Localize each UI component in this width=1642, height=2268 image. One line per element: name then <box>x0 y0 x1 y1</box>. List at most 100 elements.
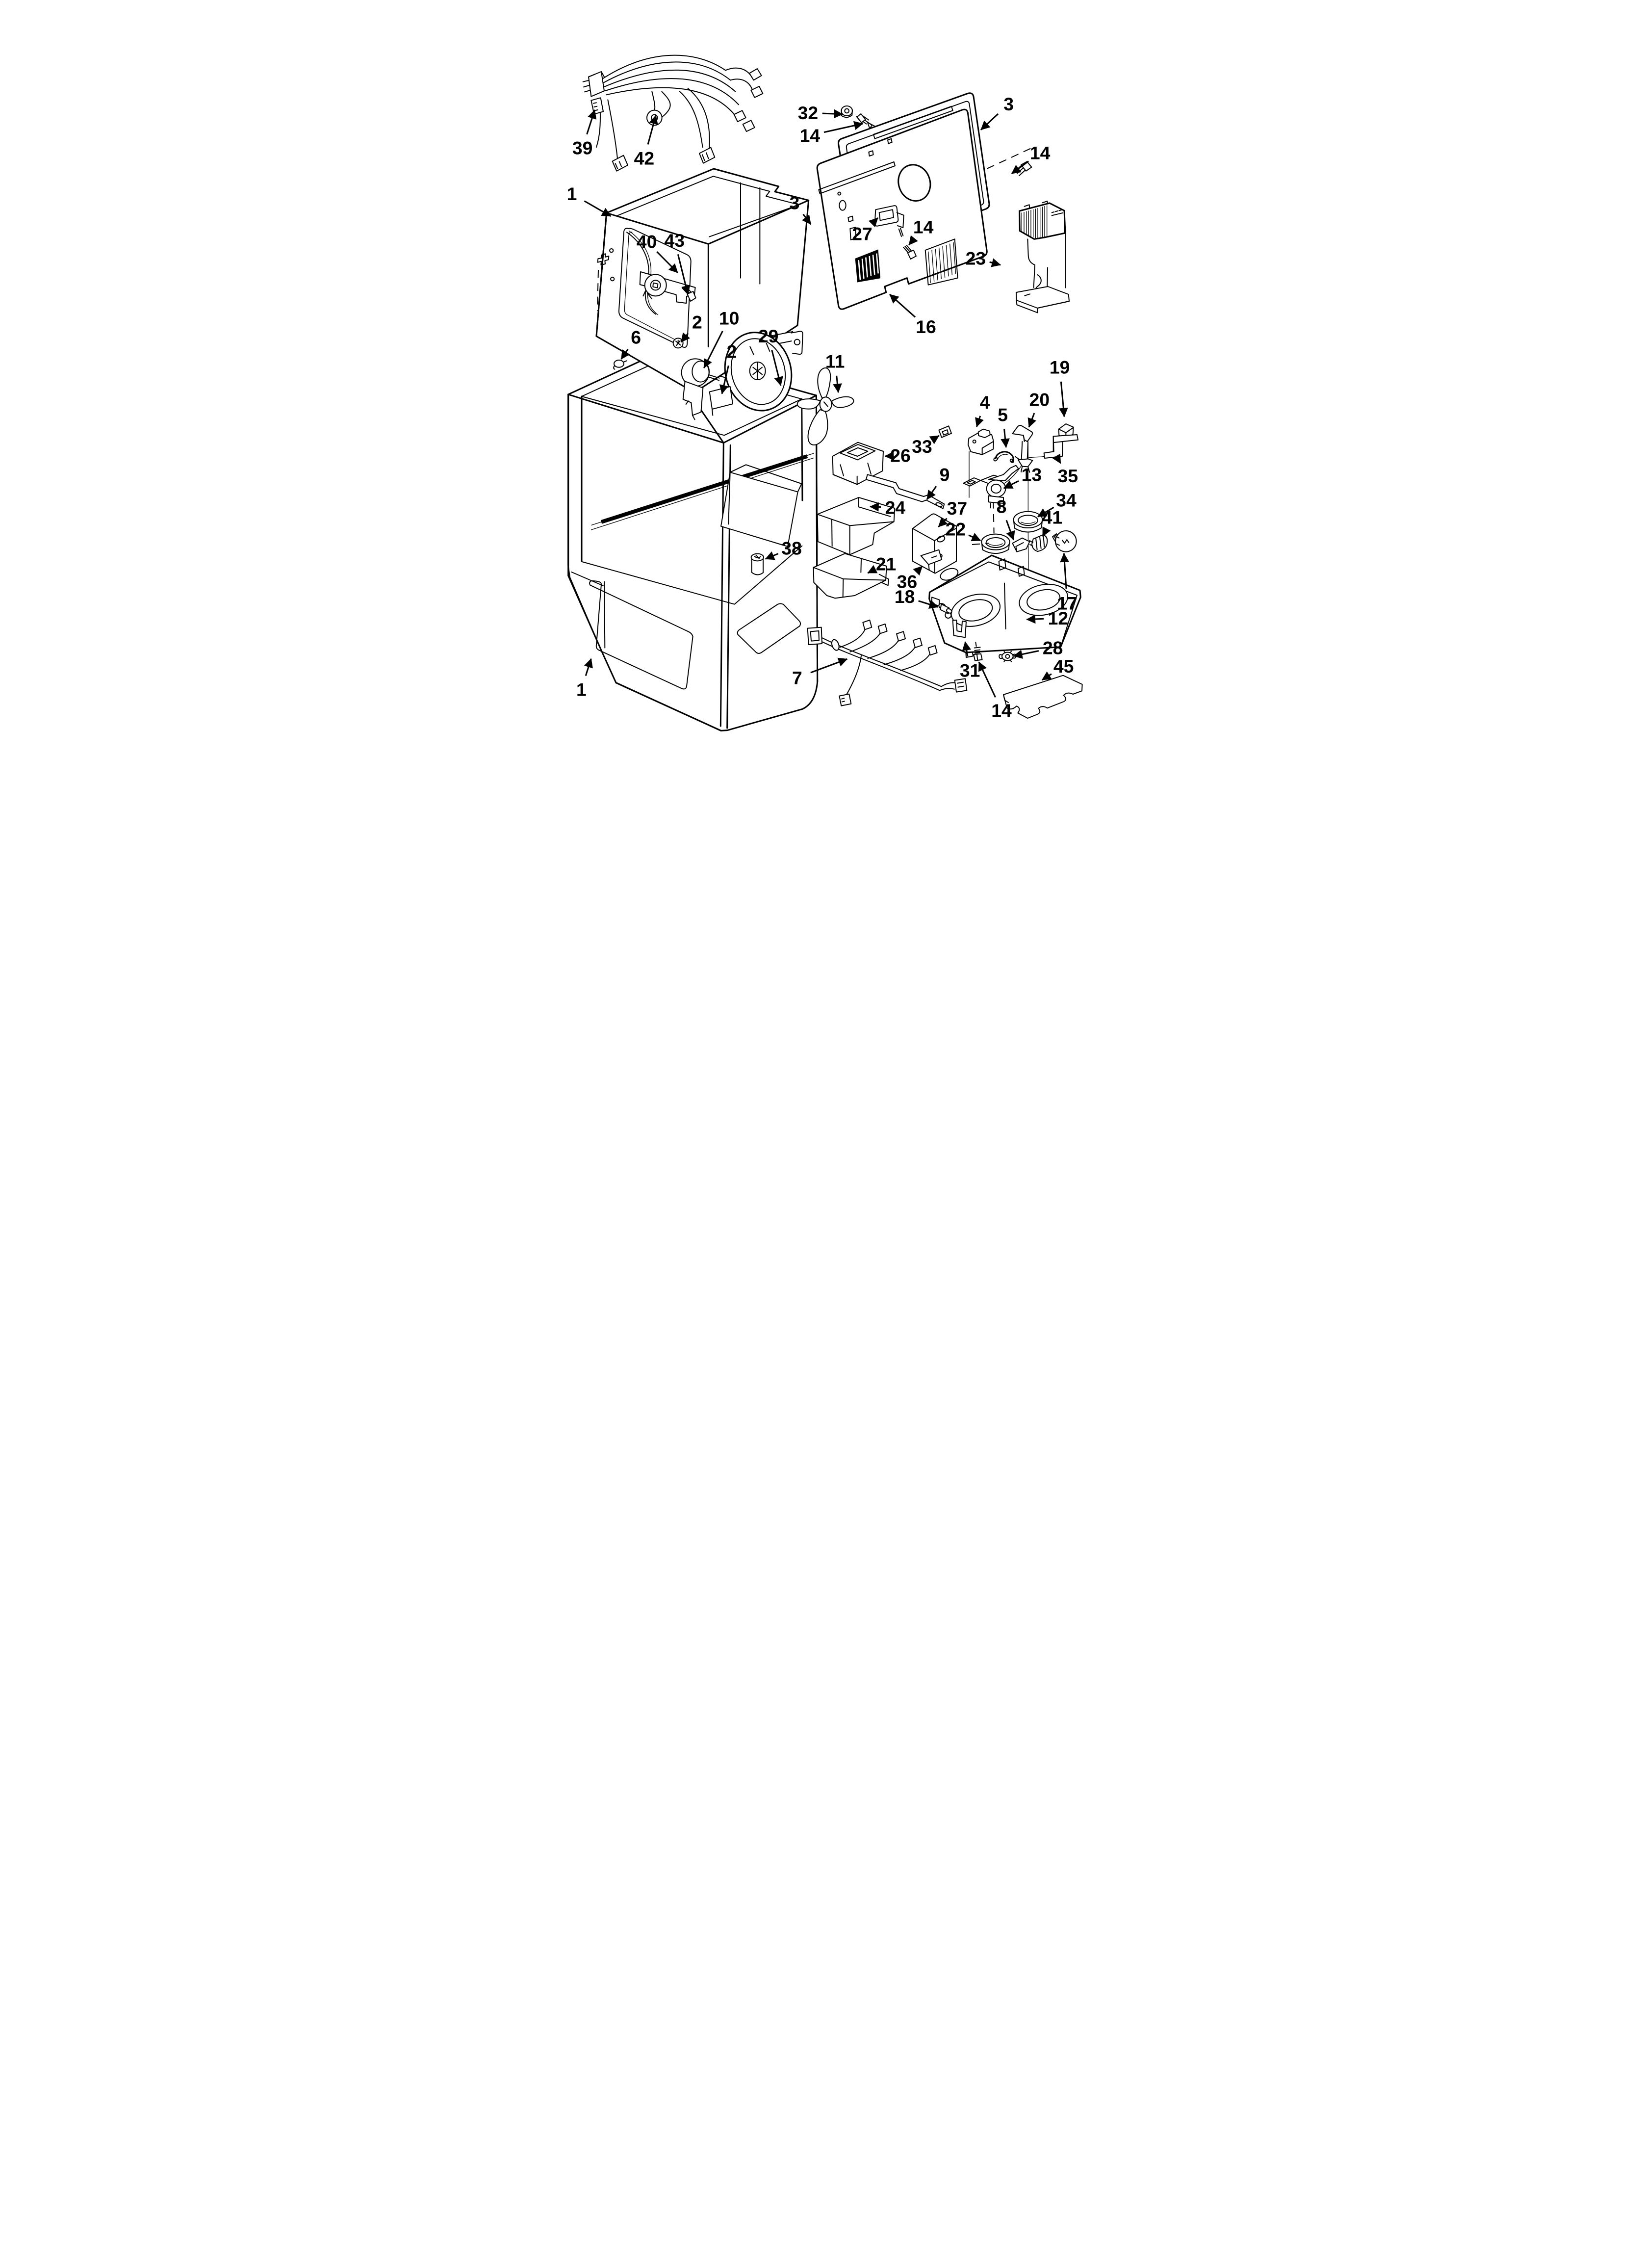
callout-14: 14 <box>1011 142 1051 175</box>
part-number-label: 6 <box>631 327 641 347</box>
callout-leader-arrow <box>1041 671 1052 681</box>
part-number-label: 35 <box>1058 466 1078 486</box>
callout-17: 17 <box>1057 553 1078 613</box>
callout-2: 2 <box>719 341 737 394</box>
callout-20: 20 <box>1027 390 1050 428</box>
callout-leader-arrow <box>989 258 1001 267</box>
callout-39: 39 <box>572 109 597 158</box>
part-number-label: 40 <box>637 231 657 252</box>
callout-leader-arrow <box>913 565 923 576</box>
callout-leader-arrow <box>968 533 981 542</box>
tube-assembly-20 <box>1012 425 1033 473</box>
callout-11: 11 <box>825 351 845 393</box>
part-number-label: 37 <box>947 498 968 519</box>
callout-leader-arrow <box>656 251 679 274</box>
part-number-label: 43 <box>665 230 685 251</box>
part-number-label: 45 <box>1053 656 1074 677</box>
callout-leader-arrow <box>1060 553 1069 589</box>
part-number-label: 13 <box>1022 464 1042 485</box>
callout-3: 3 <box>790 192 812 225</box>
callout-40: 40 <box>637 231 679 274</box>
part-number-label: 4 <box>980 392 990 413</box>
callout-4: 4 <box>975 392 990 427</box>
part-number-label: 20 <box>1029 390 1050 410</box>
part-number-label: 17 <box>1057 593 1078 613</box>
callout-leader-arrow <box>918 600 939 609</box>
part-number-label: 24 <box>885 497 906 518</box>
callout-leader-arrow <box>810 657 848 674</box>
callout-leader-arrow <box>833 375 842 393</box>
callout-24: 24 <box>870 497 905 518</box>
clip-8 <box>1012 537 1030 552</box>
part-number-label: 5 <box>998 404 1008 425</box>
part-number-label: 39 <box>572 138 593 158</box>
callout-16: 16 <box>889 293 936 337</box>
callout-14: 14 <box>800 121 864 146</box>
wire-channel-35 <box>1027 434 1078 459</box>
part-number-label: 14 <box>1030 142 1051 163</box>
callout-7: 7 <box>792 657 848 688</box>
callout-leader-arrow <box>962 641 972 656</box>
callout-10: 10 <box>703 308 739 368</box>
part-number-label: 29 <box>758 326 779 346</box>
fan-blade-11 <box>796 367 854 445</box>
part-number-label: 22 <box>946 519 966 540</box>
callout-14: 14 <box>978 661 1012 721</box>
part-number-label: 38 <box>781 538 802 558</box>
wing-nut-28 <box>999 651 1017 662</box>
callout-31: 31 <box>960 641 980 681</box>
defrost-timer-26 <box>832 442 884 485</box>
callout-41: 41 <box>1042 507 1062 537</box>
callout-leader-arrow <box>1042 526 1051 537</box>
callout-21: 21 <box>867 553 897 574</box>
callout-leader-arrow <box>802 213 812 225</box>
callout-9: 9 <box>926 464 949 500</box>
part-number-label: 28 <box>1043 638 1063 658</box>
callout-leader-arrow <box>1011 160 1029 175</box>
part-number-label: 2 <box>692 312 702 333</box>
part-number-label: 12 <box>1048 608 1069 628</box>
part-number-label: 26 <box>890 445 911 466</box>
callout-35: 35 <box>1052 453 1078 486</box>
callout-leader-arrow <box>703 331 723 368</box>
part-number-label: 32 <box>798 103 819 123</box>
wiring-harness-39 <box>582 54 764 172</box>
part-number-label: 1 <box>576 679 587 700</box>
callout-29: 29 <box>758 326 783 386</box>
screw-14-bottom <box>973 642 983 661</box>
part-number-label: 16 <box>916 316 936 337</box>
callout-26: 26 <box>884 445 911 466</box>
diagram: 3942140432102629113321431414271623263392… <box>567 54 1083 731</box>
callout-22: 22 <box>946 519 981 542</box>
part-number-label: 2 <box>727 341 737 362</box>
part-number-label: 21 <box>876 553 897 574</box>
clip-33 <box>938 425 952 438</box>
callout-leader-arrow <box>586 109 597 135</box>
callout-45: 45 <box>1041 656 1074 681</box>
part-number-label: 1 <box>567 183 577 204</box>
part-number-label: 36 <box>897 571 918 592</box>
callout-leader-arrow <box>1001 429 1010 448</box>
callout-14: 14 <box>908 217 934 246</box>
part-number-label: 8 <box>997 496 1007 517</box>
callout-6: 6 <box>620 327 641 360</box>
callout-19: 19 <box>1050 357 1070 417</box>
callout-leader-arrow <box>765 551 779 560</box>
callout-leader-arrow <box>822 109 843 119</box>
thermostat-4 <box>968 428 994 455</box>
callout-leader-arrow <box>677 254 691 295</box>
callout-32: 32 <box>798 103 843 123</box>
callout-1: 1 <box>576 658 593 700</box>
callout-36: 36 <box>897 565 923 592</box>
callout-leader-arrow <box>771 350 783 386</box>
callout-leader-arrow <box>719 365 729 394</box>
part-number-label: 3 <box>1003 94 1014 114</box>
part-number-label: 23 <box>966 248 986 269</box>
roller-38 <box>750 553 764 575</box>
callout-leader-arrow <box>867 565 878 574</box>
part-number-label: 19 <box>1050 357 1070 378</box>
light-bulb-17 <box>1052 530 1077 552</box>
callout-leader-arrow <box>620 348 630 360</box>
